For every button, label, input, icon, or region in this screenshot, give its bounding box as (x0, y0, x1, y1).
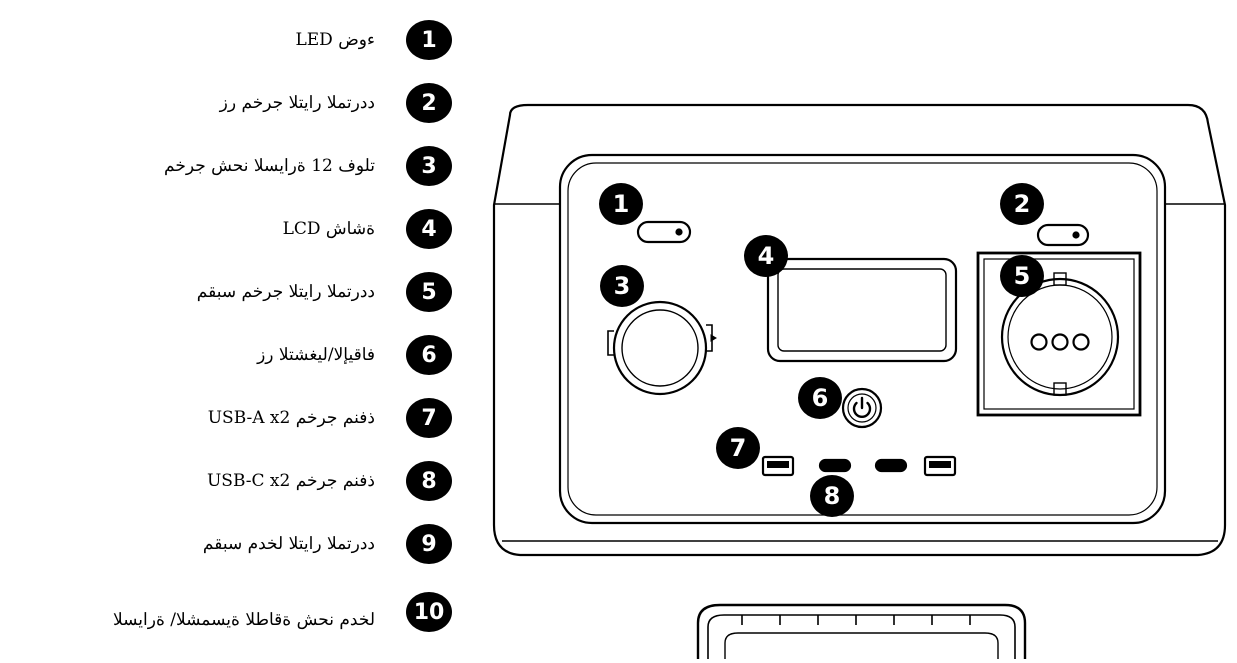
legend-item-8: ذفنم جرخم USB-C x2 8 (0, 461, 460, 501)
legend-label-1: ءوض LED (295, 30, 375, 50)
power-icon (852, 396, 872, 418)
legend-item-5: ددرتملا رايتلا جرخم سبقم 5 (0, 272, 460, 312)
legend-badge-9: 9 (406, 524, 452, 564)
legend-label-9: ددرتملا رايتلا لخدم سبقم (202, 534, 375, 554)
usb-a-port-2 (923, 455, 957, 477)
car-charger-port (612, 300, 708, 396)
legend-item-7: ذفنم جرخم USB-A x2 7 (0, 398, 460, 438)
device-callout-3: 3 (600, 265, 644, 307)
legend-label-5: ددرتملا رايتلا جرخم سبقم (196, 282, 375, 302)
legend-badge-10: 10 (406, 592, 452, 632)
legend-item-9: ددرتملا رايتلا لخدم سبقم 9 (0, 524, 460, 564)
ac-output-button (1036, 223, 1090, 247)
usb-c-port-2 (874, 458, 908, 473)
legend-item-1: ءوض LED 1 (0, 20, 460, 60)
legend-label-6: فاقيإلا/ليغشتلا رز (257, 345, 375, 365)
device-callout-4: 4 (744, 235, 788, 277)
device-handle (696, 603, 1027, 659)
legend-badge-5: 5 (406, 272, 452, 312)
device-housing (492, 103, 1227, 557)
legend-item-4: ةشاش LCD 4 (0, 209, 460, 249)
legend-badge-2: 2 (406, 83, 452, 123)
legend-label-10: لخدم نحش ةقاطلا ةيسمشلا/ ةرايسلا (112, 610, 375, 630)
device-drawing (492, 103, 1227, 659)
front-panel (558, 153, 1167, 525)
device-illustration: 1 2 3 4 5 6 7 8 (480, 95, 1237, 659)
led-light (636, 220, 692, 244)
legend-item-6: فاقيإلا/ليغشتلا رز 6 (0, 335, 460, 375)
legend-label-2: ددرتملا رايتلا جرخم رز (219, 93, 375, 113)
legend-badge-1: 1 (406, 20, 452, 60)
legend-badge-6: 6 (406, 335, 452, 375)
device-callout-2: 2 (1000, 183, 1044, 225)
legend-badge-8: 8 (406, 461, 452, 501)
device-callout-7: 7 (716, 427, 760, 469)
legend-badge-4: 4 (406, 209, 452, 249)
ac-socket (976, 251, 1142, 417)
legend-badge-7: 7 (406, 398, 452, 438)
device-callout-5: 5 (1000, 255, 1044, 297)
power-button (841, 387, 883, 429)
legend-label-3: تلوف 12 ةرايسلا نحش جرخم (164, 156, 375, 176)
front-panel-inner (567, 162, 1158, 516)
device-callout-8: 8 (810, 475, 854, 517)
legend-label-4: ةشاش LCD (282, 219, 375, 239)
usb-c-port-1 (818, 458, 852, 473)
device-callout-1: 1 (599, 183, 643, 225)
legend-label-8: ذفنم جرخم USB-C x2 (206, 471, 375, 491)
lcd-screen (766, 257, 958, 363)
legend-badge-3: 3 (406, 146, 452, 186)
legend-item-2: ددرتملا رايتلا جرخم رز 2 (0, 83, 460, 123)
device-callout-6: 6 (798, 377, 842, 419)
legend-item-10: لخدم نحش ةقاطلا ةيسمشلا/ ةرايسلا 10 (0, 590, 460, 650)
legend-label-7: ذفنم جرخم USB-A x2 (207, 408, 375, 428)
usb-a-port-1 (761, 455, 795, 477)
legend-item-3: تلوف 12 ةرايسلا نحش جرخم 3 (0, 146, 460, 186)
